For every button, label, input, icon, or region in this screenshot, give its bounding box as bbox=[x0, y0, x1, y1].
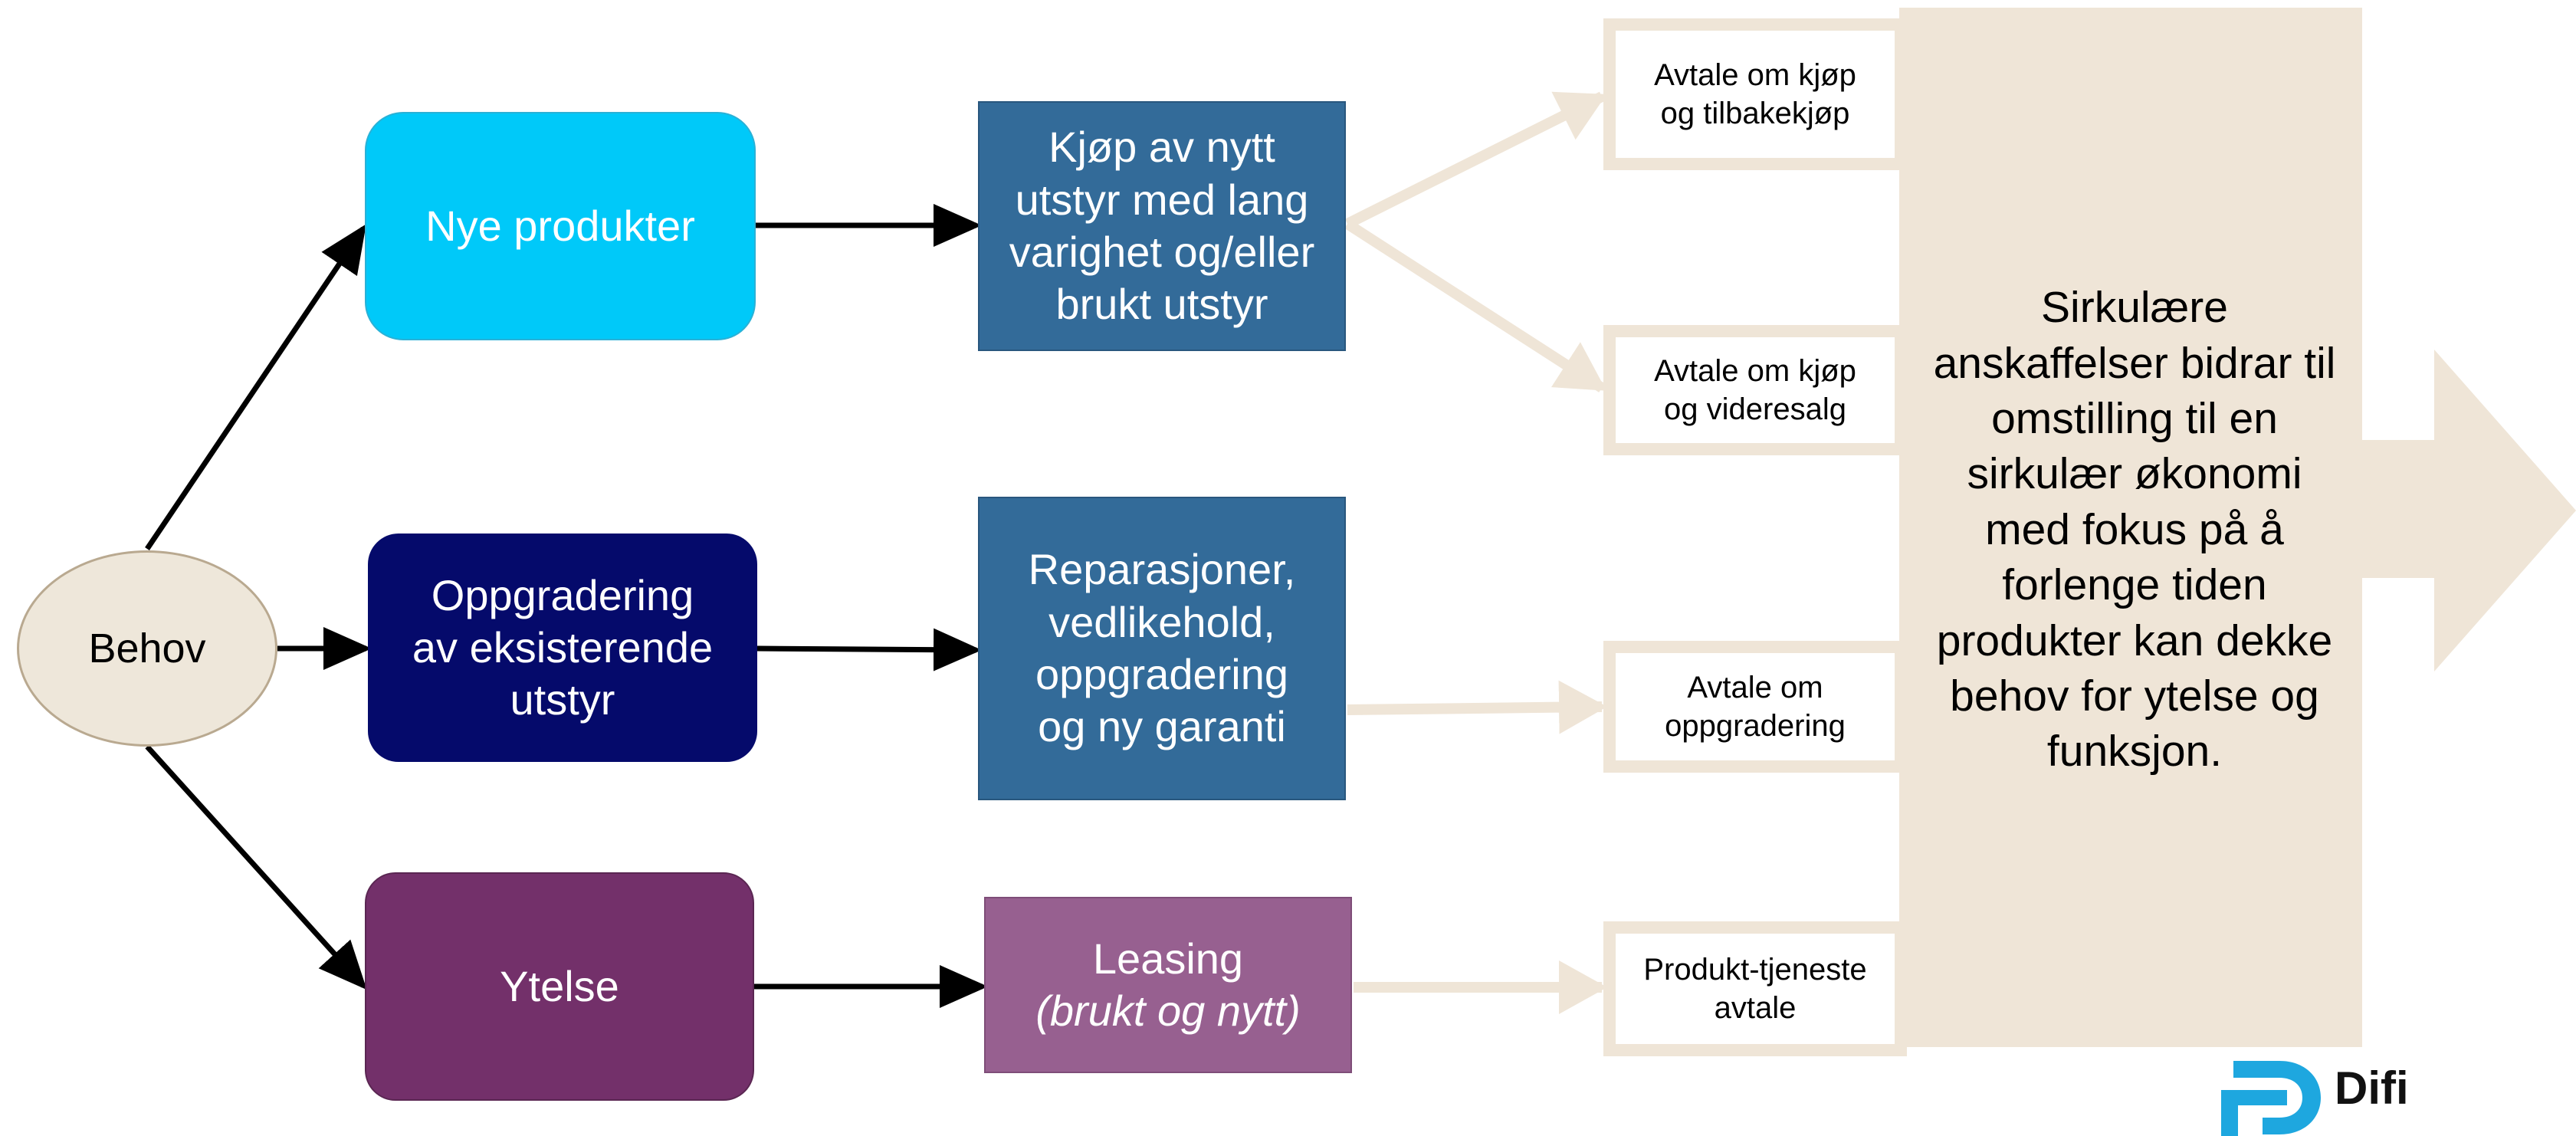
oppgradering-box: Oppgradering av eksisterende utstyr bbox=[368, 534, 757, 762]
outcome-line-1: Sirkulære bbox=[2041, 283, 2228, 333]
oppgradering-line-1: Oppgradering bbox=[431, 570, 694, 619]
avtale-oppgradering-line-2: oppgradering bbox=[1665, 709, 1846, 743]
reparasjoner-line-4: og ny garanti bbox=[1038, 702, 1286, 751]
kjop-line-3: varighet og/eller bbox=[1009, 228, 1315, 276]
oppgradering-line-2: av eksisterende bbox=[412, 622, 714, 671]
ytelse-label: Ytelse bbox=[500, 961, 619, 1010]
arrow-behov-to-ytelse bbox=[145, 744, 367, 990]
avtale-tilbakekjop-line-2: og tilbakekjøp bbox=[1660, 97, 1850, 130]
avtale-oppgradering-text: Avtale om oppgradering bbox=[1665, 668, 1846, 745]
arrow-oppgradering-to-reparasjoner bbox=[756, 628, 982, 671]
reparasjoner-text: Reparasjoner, vedlikehold, oppgradering … bbox=[1029, 543, 1296, 753]
outcome-text-lines: Sirkulære anskaffelser bidrar til omstil… bbox=[1934, 280, 2336, 779]
oppgradering-line-3: utstyr bbox=[510, 675, 615, 724]
leasing-box: Leasing (brukt og nytt) bbox=[984, 897, 1352, 1073]
avtale-tilbakekjop-line-1: Avtale om kjøp bbox=[1654, 58, 1856, 92]
reparasjoner-box: Reparasjoner, vedlikehold, oppgradering … bbox=[978, 497, 1346, 800]
behov-ellipse: Behov bbox=[17, 550, 277, 747]
outcome-line-7: produkter kan dekke bbox=[1936, 616, 2333, 665]
reparasjoner-line-3: oppgradering bbox=[1035, 650, 1289, 698]
outcome-line-3: omstilling til en bbox=[1991, 394, 2278, 444]
kjop-line-1: Kjøp av nytt bbox=[1048, 123, 1275, 172]
avtale-tilbakekjop-box: Avtale om kjøp og tilbakekjøp bbox=[1603, 18, 1907, 170]
outcome-line-9: funksjon. bbox=[2046, 727, 2223, 776]
avtale-oppgradering-line-1: Avtale om bbox=[1687, 671, 1823, 704]
difi-logo-mark bbox=[2221, 1061, 2321, 1136]
ytelse-box: Ytelse bbox=[365, 872, 754, 1101]
leasing-subtitle: (brukt og nytt) bbox=[1035, 987, 1301, 1035]
outcome-arrow-shape bbox=[1899, 8, 2576, 1047]
avtale-videresalg-text: Avtale om kjøp og videresalg bbox=[1654, 352, 1856, 428]
avtale-videresalg-line-1: Avtale om kjøp bbox=[1654, 354, 1856, 388]
kjop-box: Kjøp av nytt utstyr med lang varighet og… bbox=[978, 101, 1346, 351]
behov-label: Behov bbox=[88, 625, 206, 671]
leasing-text: Leasing (brukt og nytt) bbox=[1035, 933, 1300, 1038]
kjop-line-4: brukt utstyr bbox=[1055, 280, 1268, 329]
reparasjoner-line-1: Reparasjoner, bbox=[1028, 545, 1296, 594]
avtale-videresalg-line-2: og videresalg bbox=[1664, 392, 1846, 426]
produkt-tjeneste-text: Produkt-tjeneste avtale bbox=[1643, 950, 1866, 1027]
nye-produkter-label: Nye produkter bbox=[425, 201, 695, 250]
oppgradering-text: Oppgradering av eksisterende utstyr bbox=[412, 570, 713, 727]
arrow-kjop-to-videresalg bbox=[1344, 219, 1606, 392]
difi-logo bbox=[2221, 1061, 2321, 1136]
outcome-text: Sirkulære anskaffelser bidrar til omstil… bbox=[1901, 265, 2368, 794]
outcome-line-8: behov for ytelse og bbox=[1950, 671, 2319, 721]
produkt-tjeneste-box: Produkt-tjeneste avtale bbox=[1603, 921, 1907, 1056]
arrow-behov-to-nye-produkter bbox=[145, 224, 366, 550]
produkt-tjeneste-line-1: Produkt-tjeneste bbox=[1643, 953, 1867, 987]
arrow-kjop-to-tilbakekjop bbox=[1344, 91, 1607, 229]
outcome-line-4: sirkulær økonomi bbox=[1967, 449, 2302, 499]
kjop-text: Kjøp av nytt utstyr med lang varighet og… bbox=[1009, 121, 1314, 330]
difi-logo-text: Difi bbox=[2335, 1062, 2409, 1114]
leasing-title: Leasing bbox=[1092, 934, 1244, 983]
avtale-tilbakekjop-text: Avtale om kjøp og tilbakekjøp bbox=[1654, 56, 1856, 133]
reparasjoner-line-2: vedlikehold, bbox=[1048, 597, 1275, 646]
produkt-tjeneste-line-2: avtale bbox=[1714, 991, 1797, 1025]
arrow-reparasjoner-to-oppgradering-avtale bbox=[1347, 680, 1607, 734]
outcome-line-5: med fokus på å bbox=[1985, 504, 2284, 554]
outcome-line-2: anskaffelser bidrar til bbox=[1933, 338, 2336, 388]
outcome-line-6: forlenge tiden bbox=[2002, 560, 2267, 610]
kjop-line-2: utstyr med lang bbox=[1015, 175, 1309, 224]
avtale-oppgradering-box: Avtale om oppgradering bbox=[1603, 641, 1907, 773]
avtale-videresalg-box: Avtale om kjøp og videresalg bbox=[1603, 325, 1907, 455]
nye-produkter-box: Nye produkter bbox=[365, 112, 756, 340]
